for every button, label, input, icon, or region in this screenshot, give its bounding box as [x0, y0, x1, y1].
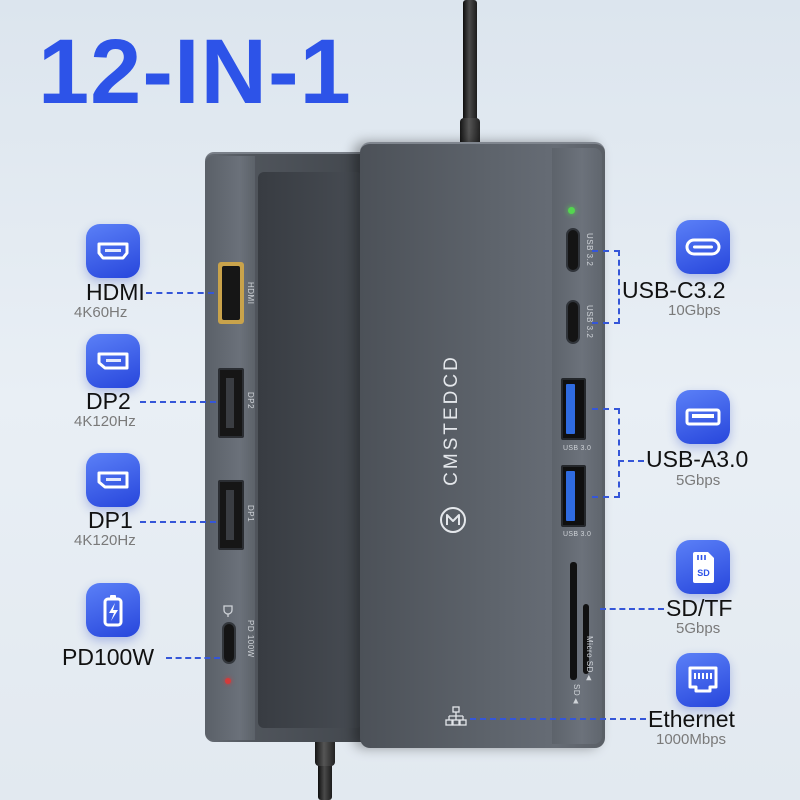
battery-charging-icon — [86, 583, 140, 637]
brand-logo-icon — [440, 507, 466, 533]
ethernet-port-symbol-icon — [445, 706, 467, 726]
usb-c-icon — [676, 220, 730, 274]
dp1-label: DP1 — [88, 507, 133, 533]
usb-a-port-1 — [561, 378, 586, 440]
sd-card-icon: SD — [676, 540, 730, 594]
usb-a-label: USB-A3.0 — [646, 446, 749, 472]
hdmi-spec: 4K60Hz — [74, 304, 128, 321]
page-title: 12-IN-1 — [38, 21, 352, 123]
device-label-pd: PD 100W — [246, 620, 255, 658]
sd-tf-label: SD/TF — [666, 595, 733, 621]
usb-a-connector-line-3 — [618, 460, 644, 462]
usb-a-port-2 — [561, 465, 586, 527]
device-label-micro-sd-text: Micro SD — [585, 636, 594, 673]
usb-a-connector-line-2 — [592, 496, 620, 498]
device-label-micro-sd: Micro SD◀ — [584, 636, 594, 681]
hdmi-connector-line — [146, 292, 214, 294]
usb-c-connector-line-1 — [592, 250, 620, 252]
usb-a-spec: 5Gbps — [676, 472, 721, 489]
pd-connector-line — [166, 657, 220, 659]
arrow-icon: ◀ — [572, 698, 579, 705]
usb-a-connector-bracket — [618, 408, 620, 498]
device-label-dp2: DP2 — [246, 392, 255, 410]
usb-a-connector-line-1 — [592, 408, 620, 410]
micro-sd-card-slot — [583, 604, 589, 674]
dp1-port — [218, 480, 244, 550]
sd-tf-connector-line — [600, 608, 664, 610]
hub-left-top-face — [258, 172, 362, 728]
device-label-usb-a-2: USB 3.0 — [563, 531, 592, 538]
sd-card-slot — [570, 562, 577, 680]
ethernet-label: Ethernet — [648, 706, 735, 732]
dp1-connector-line — [140, 521, 216, 523]
hdmi-label: HDMI — [86, 279, 145, 305]
usb-c-port-1 — [566, 228, 580, 272]
ethernet-icon — [676, 653, 730, 707]
usb-c-connector-bracket — [618, 250, 620, 324]
status-led — [568, 207, 575, 214]
usb-c-port-2 — [566, 300, 580, 344]
dp2-connector-line — [140, 401, 216, 403]
device-label-usb-a-1: USB 3.0 — [563, 445, 592, 452]
device-label-hdmi: HDMI — [246, 282, 255, 305]
pd-usb-c-port — [222, 622, 236, 664]
device-label-sd-text: SD — [572, 684, 581, 697]
hdmi-icon — [86, 224, 140, 278]
power-indicator-led — [225, 678, 231, 684]
sd-tf-spec: 5Gbps — [676, 620, 721, 637]
pd-label: PD100W — [62, 644, 155, 670]
ethernet-connector-line — [470, 718, 646, 720]
sd-card-icon-text: SD — [697, 568, 710, 578]
usb-c-connector-line-2 — [592, 322, 620, 324]
device-label-sd: SD◀ — [571, 684, 581, 705]
usb-c-spec: 10Gbps — [668, 302, 721, 319]
dp2-label: DP2 — [86, 388, 131, 414]
displayport-icon — [86, 334, 140, 388]
displayport-icon — [86, 453, 140, 507]
bottom-cable-strain-relief — [315, 736, 335, 766]
pd-symbol-icon — [223, 605, 233, 617]
usb-c-label: USB-C3.2 — [622, 277, 726, 303]
device-label-dp1: DP1 — [246, 505, 255, 523]
dp2-spec: 4K120Hz — [74, 413, 136, 430]
dp2-port — [218, 368, 244, 438]
hdmi-port — [218, 262, 244, 324]
brand-name: CMSTEDCD — [441, 354, 462, 486]
usb-a-icon — [676, 390, 730, 444]
arrow-icon: ◀ — [585, 674, 592, 681]
ethernet-spec: 1000Mbps — [656, 731, 727, 748]
dp1-spec: 4K120Hz — [74, 532, 136, 549]
